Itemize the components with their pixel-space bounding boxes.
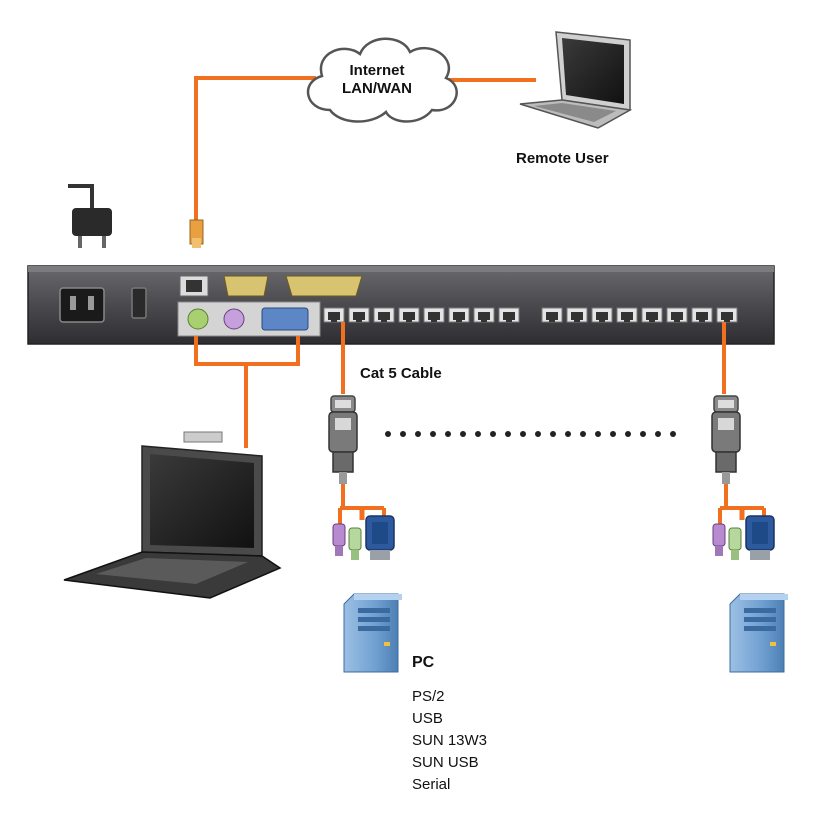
cpu-adapter-icon bbox=[711, 395, 741, 485]
platform-item: Serial bbox=[412, 776, 451, 793]
adapter-connectors-left bbox=[333, 508, 394, 560]
network-cable bbox=[194, 76, 316, 238]
pc-tower-icon bbox=[729, 593, 789, 673]
power-plug-icon bbox=[68, 184, 112, 248]
platform-item: USB bbox=[412, 710, 443, 727]
pc-tower-icon bbox=[343, 593, 403, 673]
network-label: Internet LAN/WAN bbox=[312, 62, 442, 98]
platform-list: PS/2 USB SUN 13W3 SUN USB Serial bbox=[412, 686, 487, 796]
cloud-icon bbox=[306, 37, 458, 123]
continuation-dots bbox=[385, 431, 676, 437]
adapter-connectors-right bbox=[713, 508, 774, 560]
network-label-line1: Internet bbox=[349, 62, 405, 79]
adapter-lead-left bbox=[341, 484, 362, 510]
remote-laptop-icon bbox=[519, 31, 633, 129]
cpu-adapter-icon bbox=[328, 395, 358, 485]
platform-item: SUN 13W3 bbox=[412, 732, 488, 749]
rj45-plug-icon bbox=[189, 219, 204, 248]
platform-item: SUN USB bbox=[412, 754, 479, 771]
console-drawer-icon bbox=[63, 431, 282, 599]
remote-user-label: Remote User bbox=[516, 150, 609, 167]
console-cable bbox=[194, 336, 300, 448]
adapter-lead-right bbox=[724, 484, 742, 510]
network-label-line2: LAN/WAN bbox=[342, 80, 412, 97]
platform-item: PS/2 bbox=[412, 688, 445, 705]
cat5-cable-label: Cat 5 Cable bbox=[360, 365, 442, 382]
pc-label: PC bbox=[412, 654, 435, 671]
kvm-switch-icon bbox=[27, 265, 775, 345]
